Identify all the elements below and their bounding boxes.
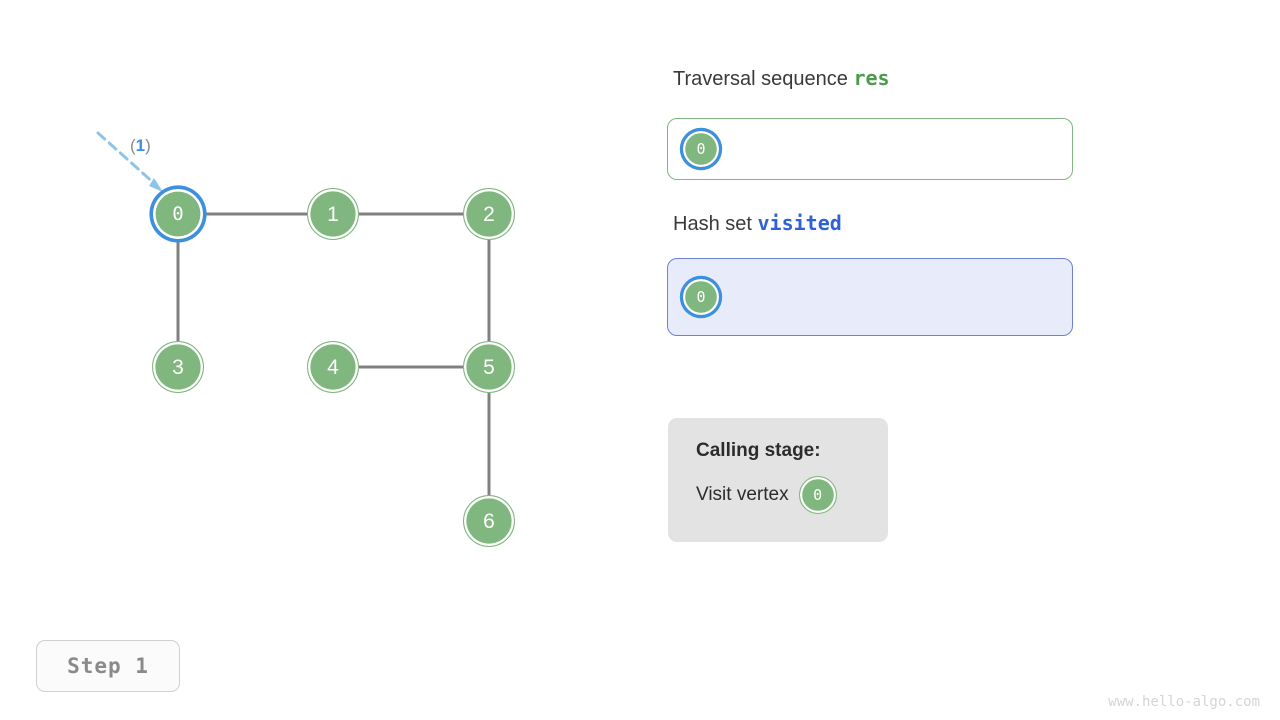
traversal-sequence-box: 0 [667,118,1073,180]
traversal-sequence-item-0[interactable]: 0 [682,130,720,168]
calling-stage-vertex-label: 0 [813,485,823,504]
step-badge-label: Step 1 [67,654,149,678]
graph-edges-svg [96,131,491,495]
annotation-open-paren: ( [130,136,136,155]
graph-node-2-label: 2 [483,202,495,226]
annotation-close-paren: ) [145,136,151,155]
annotation-arrow-icon [96,131,163,192]
traversal-sequence-caption-text: Traversal sequence [673,68,848,90]
graph-node-6[interactable]: 6 [463,495,515,547]
watermark: www.hello-algo.com [1108,694,1260,710]
calling-stage-card: Calling stage: Visit vertex 0 [668,418,888,542]
annotation-number: 1 [135,136,146,155]
graph-node-5[interactable]: 5 [463,341,515,393]
hash-set-caption: Hash set visited [673,211,842,236]
edge-group [176,212,491,495]
graph-node-4[interactable]: 4 [307,341,359,393]
hash-set-variable-name: visited [757,211,842,235]
graph-node-0[interactable]: 0 [152,188,204,240]
graph-node-1[interactable]: 1 [307,188,359,240]
graph-node-6-label: 6 [483,509,495,533]
calling-stage-title: Calling stage: [696,440,821,461]
traversal-sequence-caption: Traversal sequence res [673,66,890,91]
graph-node-5-label: 5 [483,355,495,379]
hash-set-box: 0 [667,258,1073,336]
calling-stage-row: Visit vertex 0 [696,476,888,514]
hash-set-item-0[interactable]: 0 [682,278,720,316]
calling-stage-vertex-badge: 0 [798,476,837,514]
graph-node-3-label: 3 [172,355,184,379]
traversal-sequence-variable-name: res [853,66,890,90]
graph-node-2[interactable]: 2 [463,188,515,240]
calling-stage-action-text: Visit vertex [696,484,789,505]
hash-set-item-0-label: 0 [696,287,706,306]
traversal-sequence-item-0-label: 0 [696,139,706,158]
graph-node-1-label: 1 [327,202,339,226]
watermark-text: www.hello-algo.com [1108,694,1260,710]
graph-panel: (1) 0 1 2 3 4 5 6 [0,0,640,620]
graph-node-3[interactable]: 3 [152,341,204,393]
graph-node-0-label: 0 [172,202,184,225]
annotation-label: (1) [130,136,151,156]
hash-set-caption-text: Hash set [673,213,752,235]
right-panel: Traversal sequence res 0 Hash set visite… [667,0,1280,720]
graph-node-4-label: 4 [327,355,339,379]
step-badge: Step 1 [36,640,180,692]
